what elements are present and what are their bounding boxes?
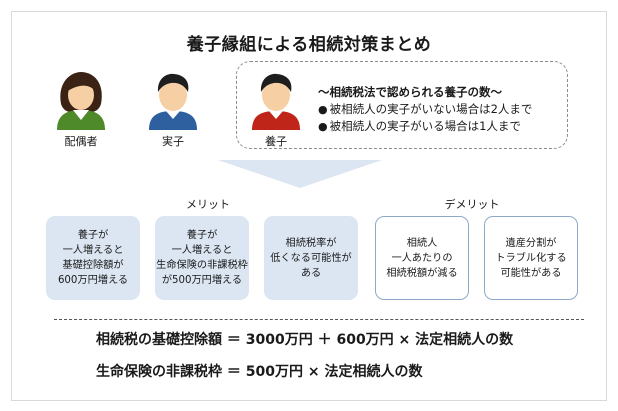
basic-deduction-formula: 相続税の基礎控除額 ＝ 3000万円 ＋ 600万円 × 法定相続人の数 [96, 332, 514, 348]
merit-box-tax-rate: 相続税率が 低くなる可能性が ある [264, 216, 358, 300]
demerit-box-tax-per-heir: 相続人 一人あたりの 相続税額が減る [375, 216, 469, 300]
summary-frame [11, 11, 607, 401]
note-line-1: ●被相続人の実子がいない場合は2人まで [318, 102, 533, 116]
adopted-child-label: 養子 [265, 135, 287, 148]
section-divider [54, 319, 584, 320]
biological-child-icon [143, 68, 203, 130]
bullet-icon: ● [318, 120, 328, 133]
demerit-label: デメリット [444, 198, 500, 211]
merit-box-basic-deduction: 養子が 一人増えると 基礎控除額が 600万円増える [46, 216, 140, 300]
page-title: 養子縁組による相続対策まとめ [186, 35, 432, 55]
merit-label: メリット [186, 198, 230, 211]
bullet-icon: ● [318, 103, 328, 116]
adoption-limit-note [236, 61, 568, 149]
note-line-2: ●被相続人の実子がいる場合は1人まで [318, 119, 521, 133]
spouse-woman-icon [51, 68, 111, 130]
demerit-box-inheritance-dispute: 遺産分割が トラブル化する 可能性がある [484, 216, 578, 300]
spouse-label: 配偶者 [64, 135, 98, 148]
adopted-child-icon [246, 68, 306, 130]
merit-box-insurance-exemption: 養子が 一人増えると 生命保険の非課税枠 が500万円増える [155, 216, 249, 300]
biological-child-label: 実子 [162, 135, 184, 148]
insurance-exemption-formula: 生命保険の非課税枠 ＝ 500万円 × 法定相続人の数 [96, 364, 423, 380]
note-heading: ～相続税法で認められる養子の数～ [318, 85, 502, 99]
